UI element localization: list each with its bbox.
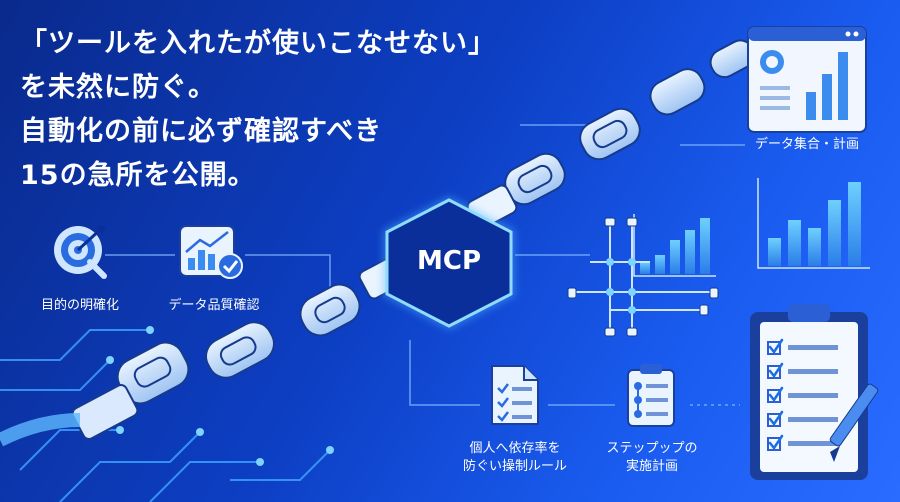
headline: 「ツールを入れたが使いこなせない」 を未然に防ぐ。 自動化の前に必ず確認すべき … [20, 22, 580, 198]
clipboard-steps-icon [624, 362, 678, 428]
target-icon [50, 222, 110, 282]
item-label-data-quality: データ品質確認 [168, 298, 260, 313]
item-label-rules-line-2: 防ぐい操制ルール [462, 459, 567, 474]
item-label-plan-line-1: ステップップの [606, 441, 698, 456]
item-label-plan: ステップップの 実施計画 [582, 440, 722, 476]
headline-line-3: 自動化の前に必ず確認すべき [20, 116, 383, 147]
headline-line-4: 15の急所を公開。 [20, 160, 256, 191]
mcp-hub-label: MCP [416, 246, 481, 276]
mcp-hexagon [385, 198, 513, 328]
item-label-purpose: 目的の明確化 [40, 298, 119, 313]
headline-line-1: 「ツールを入れたが使いこなせない」 [20, 28, 496, 59]
item-label-data-aggregation: データ集合・計画 [754, 137, 859, 152]
chart-check-icon [176, 222, 248, 282]
headline-line-2: を未然に防ぐ。 [20, 72, 216, 103]
document-checklist-icon [488, 362, 542, 428]
item-label-rules-line-1: 個人へ依存率を [469, 441, 561, 456]
item-label-plan-line-2: 実施計画 [625, 459, 678, 474]
item-label-rules: 個人へ依存率を 防ぐい操制ルール [440, 440, 590, 476]
